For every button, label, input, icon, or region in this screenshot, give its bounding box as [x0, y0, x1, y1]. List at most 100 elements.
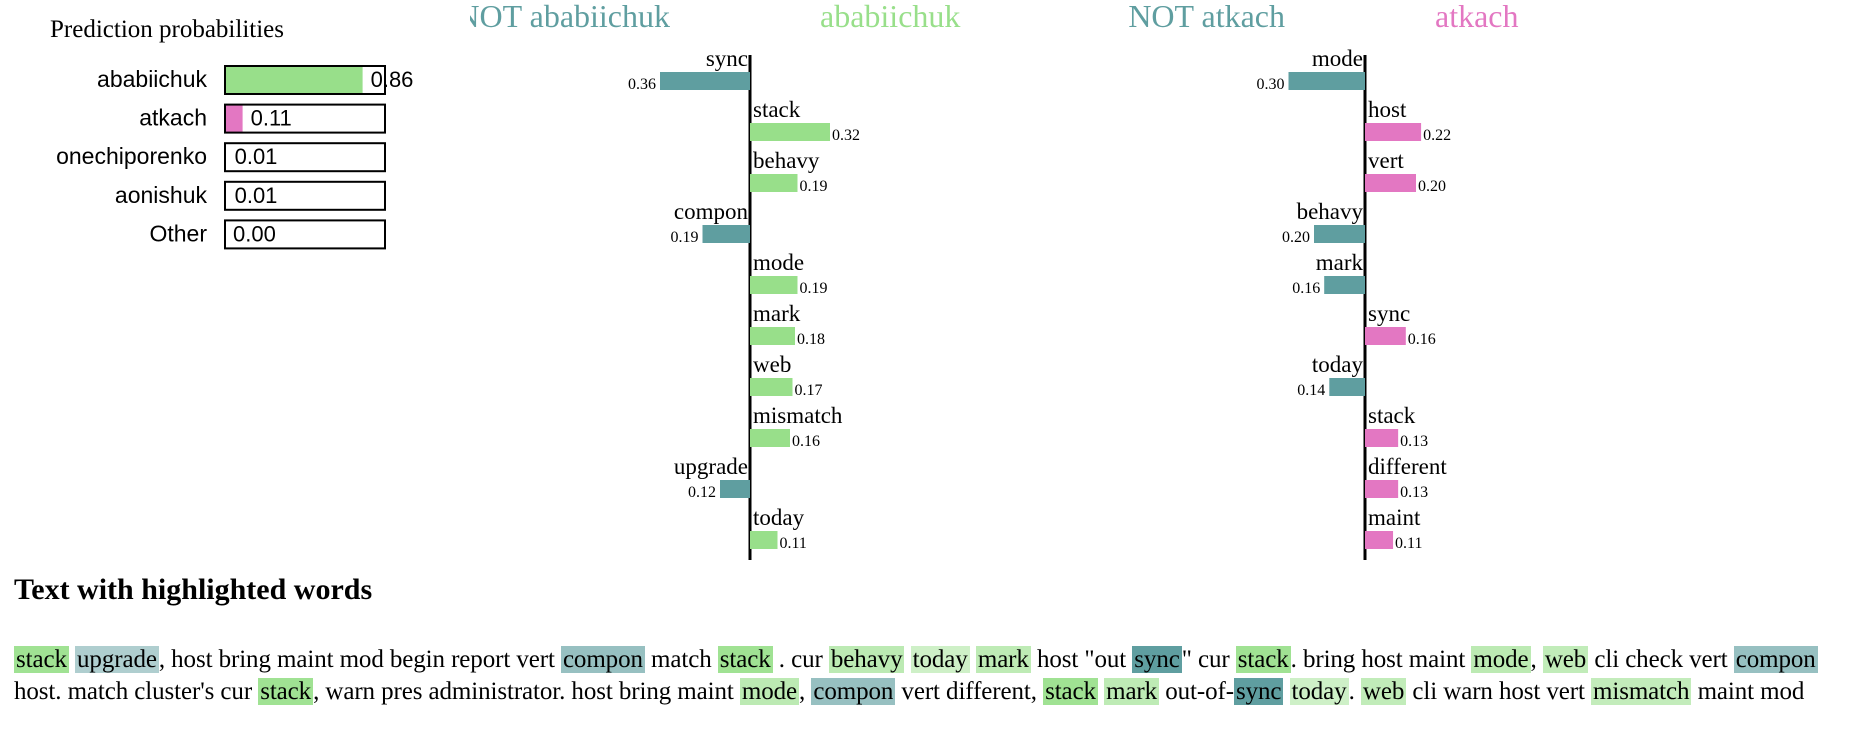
value-label-behavy: 0.19 [800, 178, 828, 195]
value-label-stack: 0.32 [832, 127, 860, 144]
value-label-mismatch: 0.16 [792, 433, 820, 450]
prediction-probabilities-chart: Prediction probabilities ababiichuk 0.86 at… [50, 16, 414, 250]
pp-title: Prediction probabilities [50, 16, 284, 43]
bar-behavy [1314, 225, 1365, 243]
bar-mode [750, 276, 798, 294]
feature-label-mode: mode [1312, 46, 1363, 71]
bar-compon [702, 225, 750, 243]
value-label-behavy: 0.20 [1282, 229, 1310, 246]
pp-bar-frame-onechiporenko [224, 142, 386, 173]
bar-host [1365, 123, 1422, 141]
feature-label-stack: stack [1368, 403, 1416, 428]
bar-sync [1365, 327, 1406, 345]
highlight-word: today [910, 646, 970, 673]
bar-today [1329, 378, 1365, 396]
bar-behavy [750, 174, 798, 192]
feature-label-upgrade: upgrade [674, 454, 748, 479]
highlight-word: mark [975, 646, 1031, 673]
pp-value-onechiporenko: 0.01 [235, 144, 278, 169]
value-label-different: 0.13 [1400, 484, 1428, 501]
bar-sync [660, 72, 750, 90]
pp-label-ababiichuk: ababiichuk [97, 66, 207, 92]
highlighted-text-title: Text with highlighted words [14, 573, 373, 606]
pp-label-aonishuk: aonishuk [115, 182, 208, 208]
bar-mode [1288, 72, 1365, 90]
highlight-word: behavy [828, 646, 905, 673]
highlight-word: web [1542, 646, 1589, 673]
highlight-word: upgrade [75, 646, 159, 673]
highlight-word: mismatch [1591, 677, 1692, 705]
highlight-word: compon [1733, 646, 1818, 673]
value-label-mark: 0.16 [1292, 280, 1320, 297]
feature-label-today: today [1312, 352, 1364, 377]
bar-today [750, 531, 778, 549]
feature-label-mark: mark [1316, 250, 1364, 275]
pp-label-other: Other [149, 220, 207, 246]
pp-value-atkach: 0.11 [251, 106, 292, 131]
highlight-word: stack [258, 677, 314, 705]
class-label-negative: NOT ababiichuk [470, 0, 670, 34]
class-label-negative: NOT atkach [1128, 0, 1285, 34]
value-label-mode: 0.19 [800, 280, 828, 297]
feature-label-mark: mark [753, 301, 801, 326]
value-label-sync: 0.16 [1408, 331, 1436, 348]
pp-bar-atkach [225, 104, 243, 133]
pp-bar-frame-ababiichuk [224, 65, 386, 95]
highlight-word: stack [14, 646, 69, 673]
value-label-web: 0.17 [795, 382, 823, 399]
bar-stack [750, 123, 830, 141]
highlight-word: stack [1235, 646, 1291, 673]
feature-label-mode: mode [753, 250, 804, 275]
highlight-word: sync [1233, 677, 1284, 705]
value-label-host: 0.22 [1423, 127, 1451, 144]
pp-value-aonishuk: 0.01 [235, 183, 278, 208]
feature-label-compon: compon [674, 199, 749, 224]
feature-label-behavy: behavy [1297, 199, 1364, 224]
bar-mismatch [750, 429, 790, 447]
explanation-top: Prediction probabilities ababiichuk 0.86 at… [50, 0, 1519, 560]
highlight-word: today [1289, 677, 1349, 705]
value-label-upgrade: 0.12 [688, 484, 716, 501]
feature-label-today: today [753, 505, 805, 530]
feature-label-web: web [753, 352, 791, 377]
value-label-today: 0.14 [1297, 382, 1325, 399]
highlight-word: sync [1132, 646, 1182, 673]
pp-bar-ababiichuk [225, 66, 363, 94]
value-label-maint: 0.11 [1395, 535, 1422, 552]
highlighted-text-body: stack upgrade, host bring maint mod begi… [14, 646, 1818, 705]
pp-label-onechiporenko: onechiporenko [56, 143, 207, 169]
bar-different [1365, 480, 1399, 498]
highlighted-text-section: Text with highlighted words stack upgrad… [14, 572, 1854, 707]
value-label-vert: 0.20 [1418, 178, 1446, 195]
bar-vert [1365, 174, 1416, 192]
feature-label-behavy: behavy [753, 148, 820, 173]
highlight-word: mode [739, 677, 800, 705]
highlight-word: mark [1104, 677, 1160, 705]
feature-label-sync: sync [1368, 301, 1410, 326]
highlight-word: stack [717, 646, 773, 673]
highlight-word: compon [560, 646, 645, 673]
bar-mark [1324, 276, 1365, 294]
highlight-word: compon [811, 677, 896, 705]
feature-label-different: different [1368, 454, 1447, 479]
highlight-word: web [1360, 677, 1407, 705]
highlight-word: mode [1471, 646, 1531, 673]
pp-label-atkach: atkach [139, 105, 207, 131]
value-label-stack: 0.13 [1400, 433, 1428, 450]
highlight-word: stack [1043, 677, 1098, 705]
feature-label-sync: sync [706, 46, 748, 71]
value-label-today: 0.11 [780, 535, 807, 552]
value-label-mark: 0.18 [797, 331, 825, 348]
feature-label-vert: vert [1368, 148, 1404, 173]
bar-maint [1365, 531, 1394, 549]
pp-bar-frame-other [224, 219, 386, 250]
feature-label-maint: maint [1368, 505, 1421, 530]
pp-value-ababiichuk: 0.86 [371, 67, 414, 92]
value-label-sync: 0.36 [628, 76, 656, 93]
feature-label-stack: stack [753, 97, 801, 122]
pp-value-other: 0.00 [233, 221, 276, 246]
feature-label-host: host [1368, 97, 1407, 122]
pp-bar-frame-atkach [224, 103, 386, 134]
